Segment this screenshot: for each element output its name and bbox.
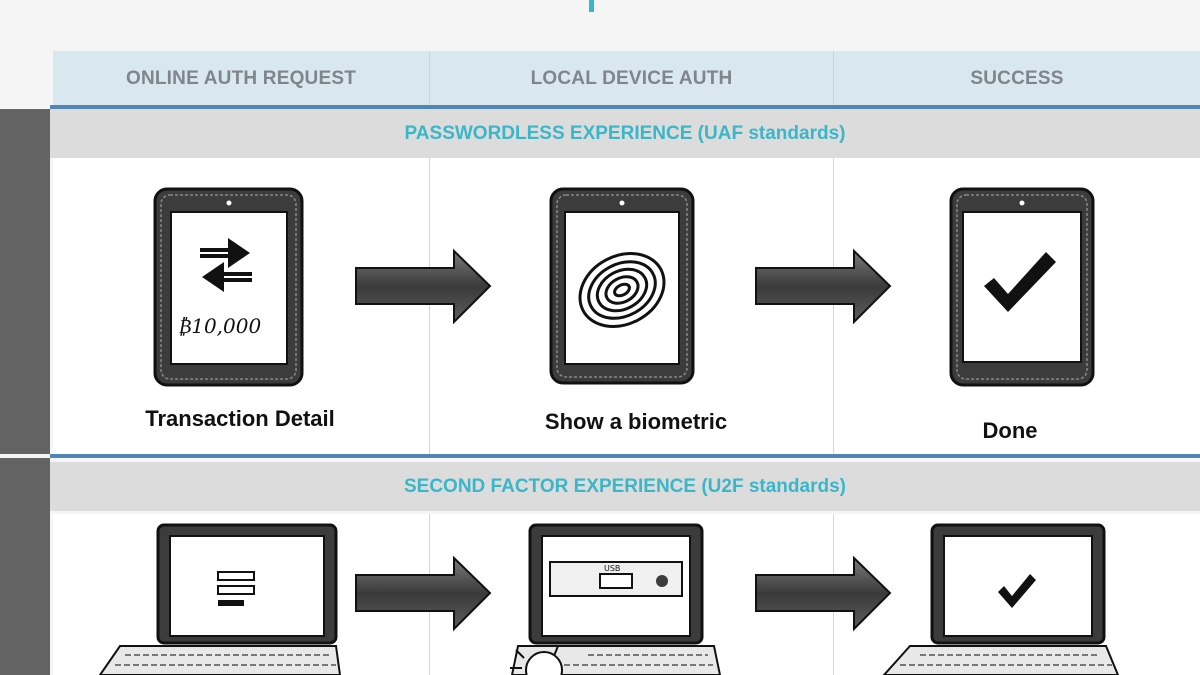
column-header-online-auth-request: ONLINE AUTH REQUEST [53,51,430,106]
caption-done: Done [982,418,1038,443]
laptop-usb-key-icon: USB [510,523,722,675]
section-title-passwordless: PASSWORDLESS EXPERIENCE (UAF standards) [50,109,1200,158]
arrow-right-icon [355,248,492,325]
caption-transaction-detail: Transaction Detail [145,406,335,431]
arrow-right-icon [355,555,492,632]
usb-label: USB [604,564,620,573]
top-accent-mark [589,0,594,12]
header-divider [50,105,1200,109]
column-divider [833,158,834,454]
column-header-row: ONLINE AUTH REQUEST LOCAL DEVICE AUTH SU… [53,51,1200,106]
column-header-success: SUCCESS [970,67,1064,89]
section-title-second-factor: SECOND FACTOR EXPERIENCE (U2F standards) [50,462,1200,511]
section-divider [50,454,1200,458]
tablet-fingerprint-icon [549,187,695,385]
laptop-checkmark-icon [882,523,1120,675]
tablet-checkmark-icon [949,187,1095,387]
side-bar-second-factor [0,458,50,675]
arrow-right-icon [755,555,892,632]
caption-show-a-biometric: Show a biometric [544,409,728,434]
laptop-login-form-icon [98,523,342,675]
arrow-right-icon [755,248,892,325]
side-bar-passwordless [0,109,50,454]
column-divider [429,158,430,454]
amount-text: ₿10,000 [178,314,261,338]
column-header-local-device-auth: LOCAL DEVICE AUTH [430,51,834,106]
tablet-transaction-icon: ₿10,000 [153,187,304,387]
